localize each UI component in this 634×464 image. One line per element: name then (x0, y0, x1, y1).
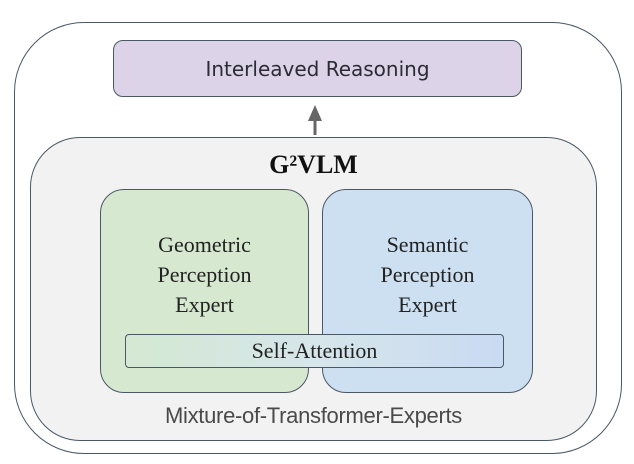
self-attention-label: Self-Attention (251, 338, 378, 363)
mixture-caption: Mixture-of-Transformer-Experts (164, 403, 462, 428)
expert-label-line: Geometric (158, 232, 251, 257)
model-title: G²VLM (269, 150, 358, 179)
expert-label-line: Expert (398, 292, 457, 317)
expert-label-line: Perception (157, 262, 252, 287)
self-attention-layer: Self-Attention (125, 334, 504, 368)
expert-label-line: Perception (380, 262, 475, 287)
expert-label-line: Semantic (386, 232, 469, 257)
expert-label-line: Expert (175, 292, 234, 317)
arrow-up-icon (308, 105, 322, 135)
interleaved-reasoning-label: Interleaved Reasoning (205, 56, 430, 81)
interleaved-reasoning-block: Interleaved Reasoning (113, 40, 522, 97)
